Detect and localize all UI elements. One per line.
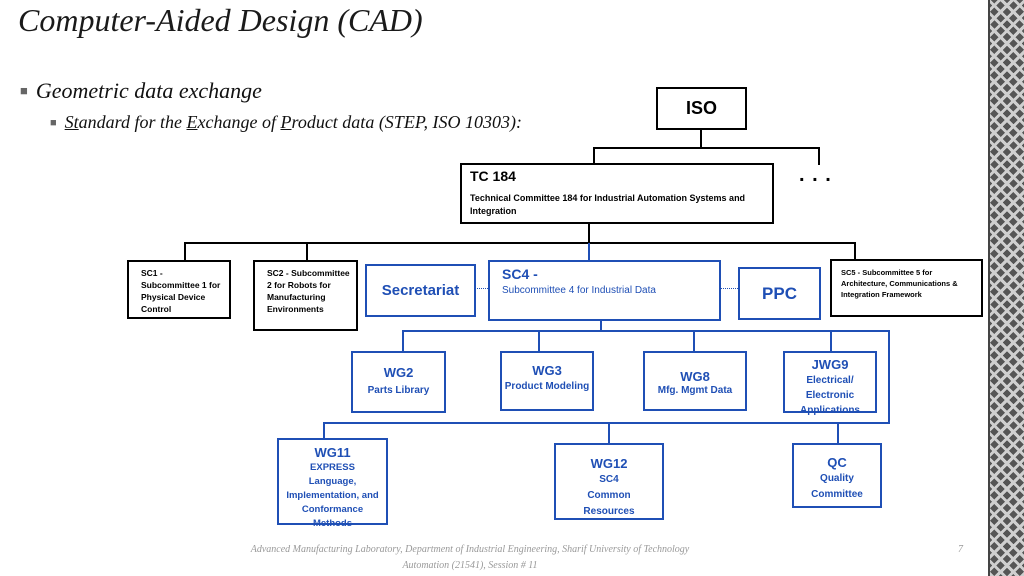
wg11-title: WG11 [314,445,351,460]
dotted-link-secretariat [474,288,490,289]
connector-to-ellipsis [818,147,820,165]
footer-line1: Advanced Manufacturing Laboratory, Depar… [250,544,690,555]
connector-to-sc4 [588,243,590,261]
connector-lower-bus [323,422,890,424]
wg2-desc: Parts Library [367,385,430,396]
right-border-line [988,0,990,576]
jwg9-box: JWG9 Electrical/ Electronic Applications [783,351,877,416]
ppc-box: PPC [738,267,821,320]
connector-to-sc1 [184,242,186,261]
wg12-desc: SC4 Common Resources [583,474,635,517]
jwg9-desc: Electrical/ Electronic Applications [799,375,860,416]
bullet2-text-b: xchange of [197,112,281,132]
connector-to-wg8 [693,330,695,352]
slide-title: Computer-Aided Design (CAD) [18,2,423,38]
secretariat-label: Secretariat [381,282,460,299]
sc4-title: SC4 - [502,266,538,282]
connector-to-sc2 [306,242,308,261]
connector-to-qc [837,422,839,444]
iso-box: ISO [656,87,747,130]
bullet2-p: P [280,112,292,132]
sc5-label: SC5 - Subcommittee 5 for Architecture, C… [841,268,958,299]
jwg9-title: JWG9 [811,357,849,372]
wg12-box: WG12 SC4 Common Resources [554,443,664,520]
wg3-title: WG3 [532,363,562,378]
connector-tc184-down [588,223,590,243]
sc1-label: SC1 - Subcommittee 1 for Physical Device… [141,268,221,314]
connector-sc4-down [600,320,602,332]
wg11-desc: EXPRESS Language, Implementation, and Co… [286,462,379,529]
sc2-label: SC2 - Subcommittee 2 for Robots for Manu… [267,268,350,314]
tc184-desc: Technical Committee 184 for Industrial A… [470,193,746,216]
bullet1-text: Geometric data exchange [35,78,262,103]
bullet2-text-a: andard for the [78,112,187,132]
bullet-geometric-data-exchange: ■ Geometric data exchange [20,78,262,104]
sc5-box: SC5 - Subcommittee 5 for Architecture, C… [830,259,983,317]
sc2-box: SC2 - Subcommittee 2 for Robots for Manu… [253,260,358,331]
wg11-box: WG11 EXPRESS Language, Implementation, a… [277,438,388,529]
ppc-label: PPC [762,283,797,303]
bullet-square-icon: ■ [50,117,57,129]
connector-wg-bus [402,330,890,332]
wg8-desc: Mfg. Mgmt Data [657,385,733,396]
connector-to-wg2 [402,330,404,352]
page-number: 7 [958,544,963,555]
wg2-title: WG2 [383,365,414,380]
wg12-title: WG12 [590,456,628,471]
bullet-step: ■ Standard for the Exchange of Product da… [50,112,522,133]
qc-title: QC [827,455,847,470]
footer-line2: Automation (21541), Session # 11 [402,560,538,571]
sc4-box: SC4 - Subcommittee 4 for Industrial Data [488,260,721,321]
ellipsis-text: . . . [799,164,832,186]
connector-right-drop [888,330,890,424]
connector-to-wg11 [323,422,325,440]
dotted-link-ppc [720,288,740,289]
secretariat-box: Secretariat [365,264,476,317]
bullet2-e: E [186,112,198,132]
connector-to-wg12 [608,422,610,444]
bullet-square-icon: ■ [20,83,28,98]
sc4-desc: Subcommittee 4 for Industrial Data [502,285,656,296]
wg2-box: WG2 Parts Library [351,351,446,413]
bullet2-text-c: roduct data (STEP, ISO 10303): [291,112,522,132]
connector-iso-branch [593,147,820,149]
iso-label: ISO [685,98,717,118]
sc1-box: SC1 - Subcommittee 1 for Physical Device… [127,260,231,319]
tc184-box: TC 184 Technical Committee 184 for Indus… [460,163,774,224]
bullet2-st: St [64,112,79,132]
right-decorative-pattern [990,0,1024,576]
wg3-desc: Product Modeling [504,381,590,392]
tc184-title: TC 184 [470,168,516,184]
connector-to-tc184 [593,147,595,163]
wg8-title: WG8 [680,369,710,384]
wg8-box: WG8 Mfg. Mgmt Data [643,351,747,411]
connector-to-jwg9 [830,330,832,352]
wg3-box: WG3 Product Modeling [500,351,594,411]
connector-to-wg3 [538,330,540,352]
connector-to-sc5 [854,242,856,260]
qc-desc: Quality Committee [811,473,863,500]
connector-sc-bus [184,242,856,244]
qc-box: QC Quality Committee [792,443,882,508]
connector-iso-down [700,129,702,149]
